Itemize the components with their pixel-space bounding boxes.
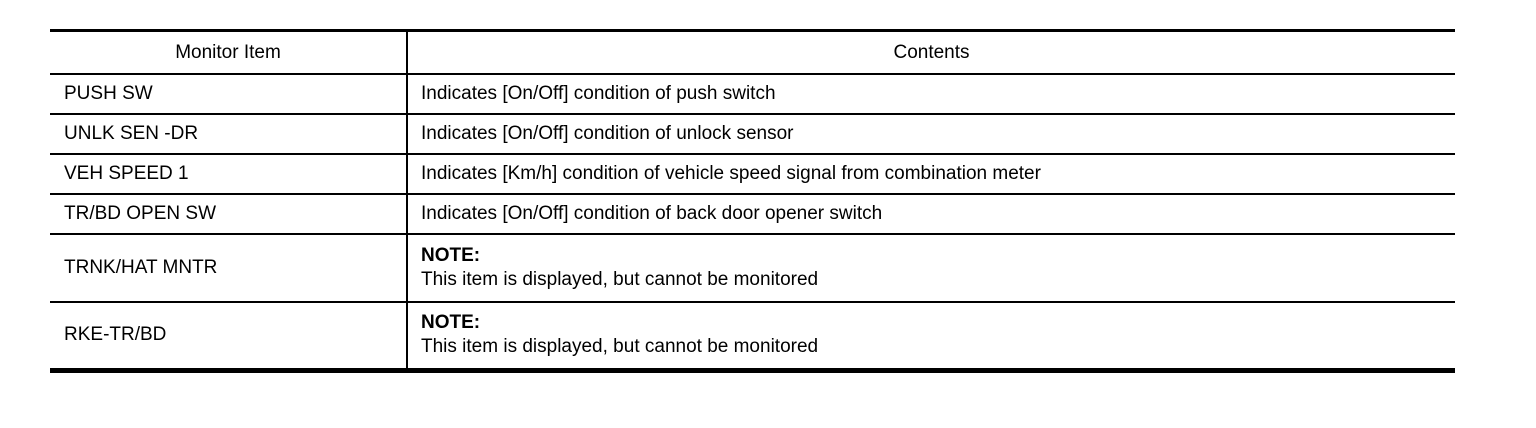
contents-cell: NOTE: This item is displayed, but cannot… [407, 234, 1455, 303]
note-label: NOTE: [421, 312, 481, 334]
monitor-item-cell: VEH SPEED 1 [50, 154, 408, 195]
table-row: TR/BD OPEN SW Indicates [On/Off] conditi… [50, 194, 1455, 235]
table-row: UNLK SEN -DR Indicates [On/Off] conditio… [50, 114, 1455, 155]
table-row: VEH SPEED 1 Indicates [Km/h] condition o… [50, 154, 1455, 195]
table-row: PUSH SW Indicates [On/Off] condition of … [50, 74, 1455, 115]
note-text: This item is displayed, but cannot be mo… [421, 336, 819, 358]
table-header-row: Monitor Item Contents [50, 30, 1455, 75]
monitor-item-cell: UNLK SEN -DR [50, 114, 408, 155]
monitor-item-cell: PUSH SW [50, 74, 408, 115]
monitor-items-table-container: Monitor Item Contents PUSH SW Indicates … [50, 29, 1455, 373]
contents-cell: NOTE: This item is displayed, but cannot… [407, 302, 1455, 371]
contents-cell: Indicates [On/Off] condition of back doo… [407, 194, 1455, 235]
column-header-monitor-item: Monitor Item [50, 30, 408, 75]
column-header-contents: Contents [407, 30, 1455, 75]
contents-cell: Indicates [On/Off] condition of push swi… [407, 74, 1455, 115]
contents-cell: Indicates [Km/h] condition of vehicle sp… [407, 154, 1455, 195]
monitor-item-cell: RKE-TR/BD [50, 302, 408, 371]
table-row: RKE-TR/BD NOTE: This item is displayed, … [50, 302, 1455, 371]
note-text: This item is displayed, but cannot be mo… [421, 269, 819, 290]
note-label: NOTE: [421, 245, 481, 266]
monitor-item-cell: TR/BD OPEN SW [50, 194, 408, 235]
monitor-item-cell: TRNK/HAT MNTR [50, 234, 408, 303]
table-row: TRNK/HAT MNTR NOTE: This item is display… [50, 234, 1455, 303]
contents-cell: Indicates [On/Off] condition of unlock s… [407, 114, 1455, 155]
monitor-items-table: Monitor Item Contents PUSH SW Indicates … [50, 29, 1455, 373]
